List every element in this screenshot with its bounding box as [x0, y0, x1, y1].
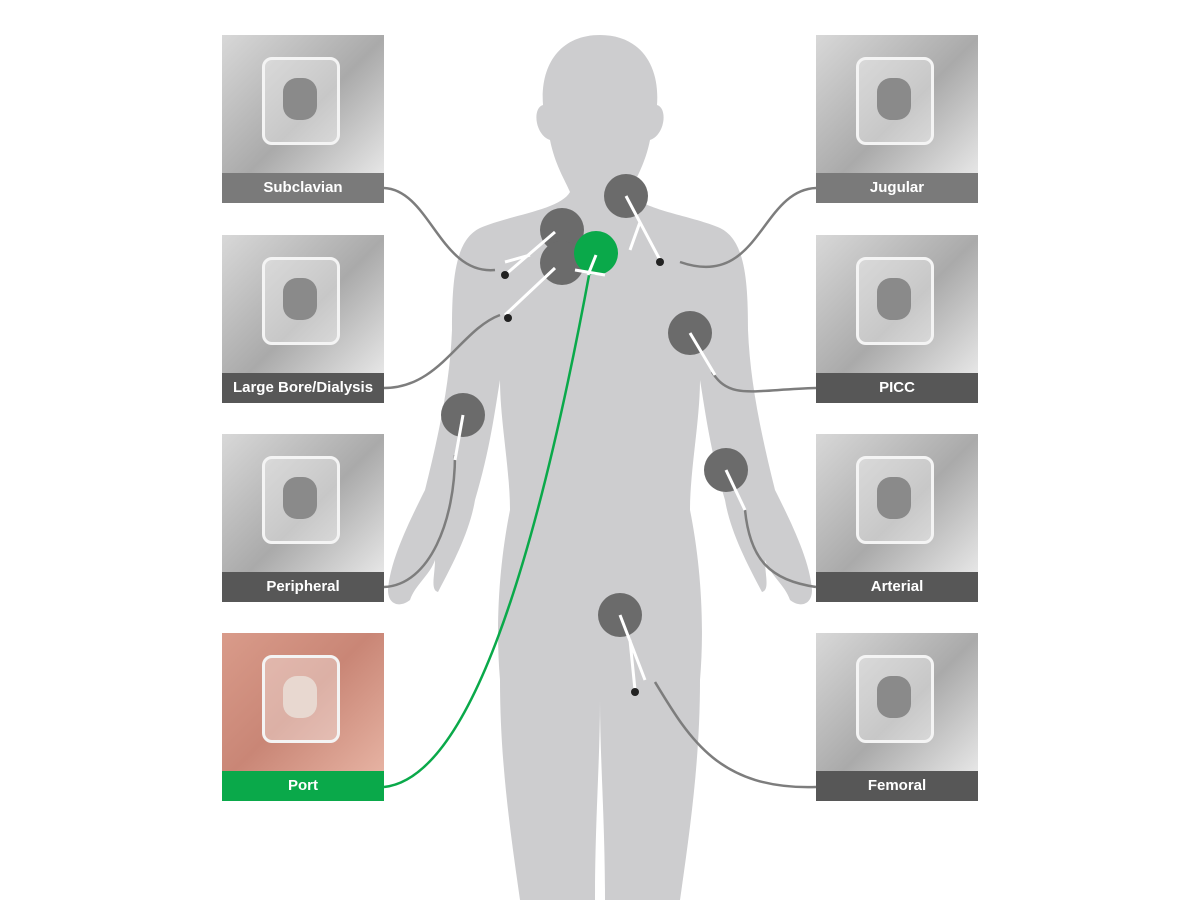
card-port[interactable]: Port [222, 633, 384, 801]
connector-peripheral [383, 454, 457, 589]
card-jugular[interactable]: Jugular [816, 35, 978, 203]
arterial-photo [816, 434, 978, 572]
label-subclavian: Subclavian [222, 173, 384, 203]
connector-picc [710, 371, 817, 393]
card-subclavian[interactable]: Subclavian [222, 35, 384, 203]
catheter-icons [453, 195, 747, 691]
card-peripheral[interactable]: Peripheral [222, 434, 384, 602]
site-port-marker[interactable] [574, 231, 618, 275]
card-arterial[interactable]: Arterial [816, 434, 978, 602]
card-femoral[interactable]: Femoral [816, 633, 978, 801]
connector-subclavian [383, 186, 496, 272]
label-arterial: Arterial [816, 572, 978, 602]
port-photo [222, 633, 384, 771]
connector-large-bore [383, 313, 501, 390]
label-large-bore: Large Bore/Dialysis [222, 373, 384, 403]
large-bore-photo [222, 235, 384, 373]
label-jugular: Jugular [816, 173, 978, 203]
subclavian-photo [222, 35, 384, 173]
label-peripheral: Peripheral [222, 572, 384, 602]
jugular-photo [816, 35, 978, 173]
femoral-photo [816, 633, 978, 771]
connector-femoral [653, 681, 817, 789]
body-silhouette [388, 35, 812, 900]
connector-arterial [743, 509, 817, 589]
peripheral-photo [222, 434, 384, 572]
card-large-bore[interactable]: Large Bore/Dialysis [222, 235, 384, 403]
connector-port [383, 269, 592, 789]
connector-jugular [679, 186, 817, 269]
label-femoral: Femoral [816, 771, 978, 801]
site-large-bore-marker[interactable] [540, 241, 584, 285]
site-subclavian-marker[interactable] [540, 208, 584, 252]
card-picc[interactable]: PICC [816, 235, 978, 403]
picc-photo [816, 235, 978, 373]
label-port: Port [222, 771, 384, 801]
label-picc: PICC [816, 373, 978, 403]
